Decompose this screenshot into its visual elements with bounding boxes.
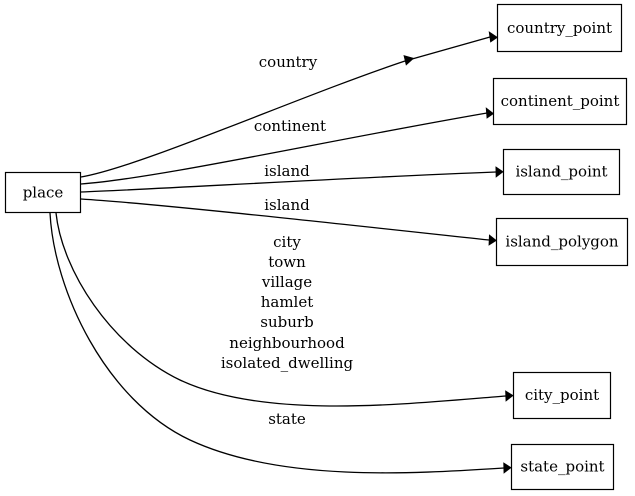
node-island_point-box[interactable] <box>502 148 621 196</box>
node-state_point-label: state_point <box>520 458 604 476</box>
edge-label-island-polygon: island <box>264 196 310 214</box>
node-place[interactable]: place <box>4 171 82 214</box>
edge-label-city-line-2: town <box>268 253 306 271</box>
node-place-box[interactable] <box>4 171 82 214</box>
node-island_polygon-box[interactable] <box>495 217 629 267</box>
node-island_polygon-label: island_polygon <box>505 233 619 251</box>
node-state_point[interactable]: state_point <box>510 443 615 491</box>
edge-label-city-line-4: hamlet <box>261 293 314 311</box>
edge-place-to-city_point <box>55 212 514 407</box>
arrowhead-island-polygon <box>488 234 497 246</box>
edge-path-state <box>49 212 505 474</box>
arrowhead-continent <box>485 107 495 119</box>
node-country_point-label: country_point <box>507 19 612 37</box>
node-state_point-box[interactable] <box>510 443 615 491</box>
edge-place-to-island_polygon <box>80 198 497 246</box>
edge-label-state: state <box>268 410 306 428</box>
edge-label-city-line-5: suburb <box>260 313 313 331</box>
node-country_point[interactable]: country_point <box>496 3 623 53</box>
node-country_point-box[interactable] <box>496 3 623 53</box>
edge-path-city <box>55 212 507 407</box>
node-continent_point-box[interactable] <box>492 77 628 126</box>
edge-path-continent <box>80 112 488 185</box>
edge-path-country <box>80 60 406 178</box>
edge-label-city-line-3: village <box>261 273 312 291</box>
edge-label-island-point: island <box>264 162 310 180</box>
edge-path-island-point <box>80 171 497 193</box>
node-island_point[interactable]: island_point <box>502 148 621 196</box>
edge-label-city-line-1: city <box>273 233 301 251</box>
edge-place-to-country_point <box>80 31 499 178</box>
arrowhead-country-tip <box>488 31 499 43</box>
edge-stub-country <box>404 36 491 62</box>
edge-label-city-block: city town village hamlet suburb neighbou… <box>221 233 354 372</box>
edge-label-country: country <box>259 53 318 71</box>
edge-place-to-continent_point <box>80 107 495 185</box>
node-city_point-box[interactable] <box>512 371 612 420</box>
node-island_point-label: island_point <box>515 163 607 181</box>
node-place-label: place <box>23 184 64 202</box>
edge-place-to-island_point <box>80 166 504 193</box>
node-city_point-label: city_point <box>525 386 599 404</box>
edge-label-city-line-7: isolated_dwelling <box>221 354 354 372</box>
edge-path-island-polygon <box>80 198 490 241</box>
node-city_point[interactable]: city_point <box>512 371 612 420</box>
node-island_polygon[interactable]: island_polygon <box>495 217 629 267</box>
edge-label-city-line-6: neighbourhood <box>229 334 345 352</box>
arrowhead-state <box>503 462 512 474</box>
arrowhead-island-point <box>495 166 504 178</box>
edge-place-to-state_point <box>49 212 512 474</box>
edge-label-continent: continent <box>254 117 326 135</box>
node-continent_point[interactable]: continent_point <box>492 77 628 126</box>
node-continent_point-label: continent_point <box>501 92 620 110</box>
arrowhead-city <box>505 390 514 402</box>
